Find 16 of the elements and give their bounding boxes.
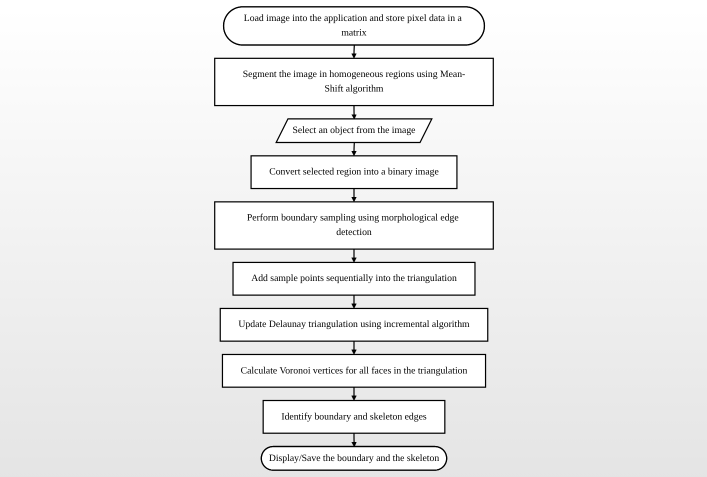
node-box: Convert selected region into a binary image — [250, 155, 458, 190]
arrow — [350, 341, 356, 355]
node-box: Identify boundary and skeleton edges — [262, 400, 445, 434]
node-box: Add sample points sequentially into the triangulation — [232, 262, 476, 296]
arrow — [350, 387, 356, 401]
arrow — [350, 188, 356, 202]
arrow — [350, 45, 356, 59]
node-box: Calculate Voronoi vertices for all faces in the triangulation — [221, 354, 486, 388]
node-box: Segment the image in homogeneous regions using Mean-Shift algorithm — [214, 58, 494, 106]
node-box: Update Delaunay triangulation using incremental algorithm — [219, 308, 488, 342]
arrow — [350, 249, 356, 263]
arrow — [350, 433, 356, 448]
arrow — [350, 295, 356, 309]
arrow — [350, 106, 356, 120]
node-box: Perform boundary sampling using morphological edge detection — [214, 201, 494, 250]
arrow — [350, 142, 356, 156]
